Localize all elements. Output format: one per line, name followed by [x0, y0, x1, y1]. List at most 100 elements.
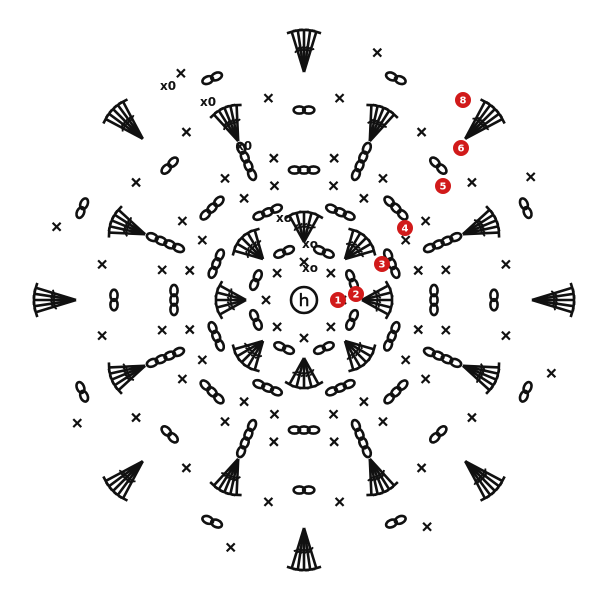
sc-stitch-inner [273, 323, 281, 331]
sc-stitch-ring-4 [221, 418, 229, 426]
round-marker: 3 [374, 256, 390, 272]
round-marker: 6 [453, 140, 469, 156]
sc-stitch-ring-3 [270, 410, 278, 418]
sc-stitch-ring-3 [414, 266, 422, 274]
svg-text:5: 5 [440, 182, 447, 193]
treble-fan-outer [463, 206, 499, 237]
chain-outer [110, 290, 117, 311]
sc-stitch-outer [182, 128, 190, 136]
xo-label: xo [302, 261, 318, 275]
sc-stitch-outer [468, 414, 476, 422]
xo-label: x0 [160, 79, 176, 93]
treble-fan-inner [362, 281, 392, 319]
sc-stitch-ring-4 [422, 375, 430, 383]
chain-ring-4-radial [423, 232, 462, 254]
round-marker: 5 [435, 178, 451, 194]
chain-edge [518, 381, 533, 403]
sc-stitch-ring-4 [158, 326, 166, 334]
sc-stitch-ring-4 [221, 174, 229, 182]
treble-fan-edge [103, 461, 142, 500]
sc-stitch-ring-3 [330, 410, 338, 418]
chain-ring-4 [199, 195, 225, 221]
treble-fan-outer [210, 105, 241, 141]
sc-stitch-ring-3 [198, 356, 206, 364]
sc-stitch-ring-4 [379, 174, 387, 182]
sc-stitch-ring-3 [240, 398, 248, 406]
sc-stitch-ring-4 [178, 375, 186, 383]
chain-ring-4-radial [146, 232, 185, 254]
sc-stitch-inner [327, 269, 335, 277]
chain-inner [345, 309, 360, 331]
treble-fan-edge [287, 30, 321, 72]
chain-outer [160, 156, 180, 176]
treble-fan-edge [465, 461, 504, 500]
center-ring-label: ｈ [296, 291, 312, 310]
chain-edge [75, 197, 90, 219]
svg-text:2: 2 [353, 290, 360, 301]
treble-fan-outer [366, 105, 397, 141]
treble-fan-inner [233, 229, 263, 259]
chain-edge [201, 514, 223, 529]
treble-fan-inner [233, 341, 263, 371]
sc-stitch-ring-4 [178, 217, 186, 225]
sc-stitch-ring-4 [422, 217, 430, 225]
sc-stitch-inner [262, 296, 270, 304]
sc-stitch-ring-3 [186, 266, 194, 274]
chain-outer [160, 424, 180, 444]
chain-edge [201, 71, 223, 86]
chain-inner [249, 269, 264, 291]
sc-stitch-inner [273, 269, 281, 277]
chain-ring-3 [325, 203, 356, 221]
chain-ring-4-radial [350, 142, 372, 181]
chain-ring-4 [383, 195, 409, 221]
sc-stitch-outer [418, 128, 426, 136]
svg-text:3: 3 [379, 260, 386, 271]
chain-inner [273, 245, 295, 260]
sc-stitch-ring-4 [330, 438, 338, 446]
svg-text:4: 4 [402, 224, 409, 235]
sc-stitch-ring-4 [330, 154, 338, 162]
svg-text:1: 1 [335, 296, 342, 307]
sc-stitch-outer [336, 498, 344, 506]
treble-fan-outer [109, 362, 145, 393]
sc-stitch-inner [327, 323, 335, 331]
sc-stitch-edge [373, 49, 381, 57]
chain-ring-4 [289, 426, 319, 433]
round-marker: 1 [330, 292, 346, 308]
sc-stitch-ring-3 [414, 326, 422, 334]
sc-stitch-outer [98, 332, 106, 340]
sc-stitch-ring-3 [330, 182, 338, 190]
sc-stitch-ring-3 [186, 326, 194, 334]
chain-ring-4 [199, 379, 225, 405]
sc-stitch-ring-4 [442, 326, 450, 334]
sc-stitch-outer [468, 178, 476, 186]
sc-stitch-ring-3 [360, 398, 368, 406]
chain-outer [428, 156, 448, 176]
sc-stitch-ring-4 [270, 438, 278, 446]
xo-label: xo [302, 237, 318, 251]
sc-stitch-outer [182, 464, 190, 472]
xo-label: x0 [236, 139, 252, 153]
sc-stitch-ring-4 [270, 154, 278, 162]
round-marker: 8 [455, 92, 471, 108]
round-markers: 12 3 4 5 6 8 [330, 92, 471, 308]
chain-ring-4 [383, 379, 409, 405]
treble-fan-outer [366, 459, 397, 495]
sc-stitch-edge [527, 173, 535, 181]
round-marker: 4 [397, 220, 413, 236]
treble-fan-edge [287, 528, 321, 570]
chain-ring-4 [430, 285, 437, 315]
chain-ring-3 [207, 321, 225, 352]
sc-stitch-inner [300, 334, 308, 342]
chain-inner [313, 341, 335, 356]
chain-ring-4-radial [236, 419, 258, 458]
chain-ring-4 [170, 285, 177, 315]
chain-outer [294, 106, 315, 113]
sc-stitch-ring-3 [360, 194, 368, 202]
sc-stitch-ring-3 [270, 182, 278, 190]
sc-stitch-outer [502, 332, 510, 340]
chain-ring-3 [207, 248, 225, 279]
chain-inner [273, 341, 295, 356]
chain-ring-4-radial [423, 346, 462, 368]
